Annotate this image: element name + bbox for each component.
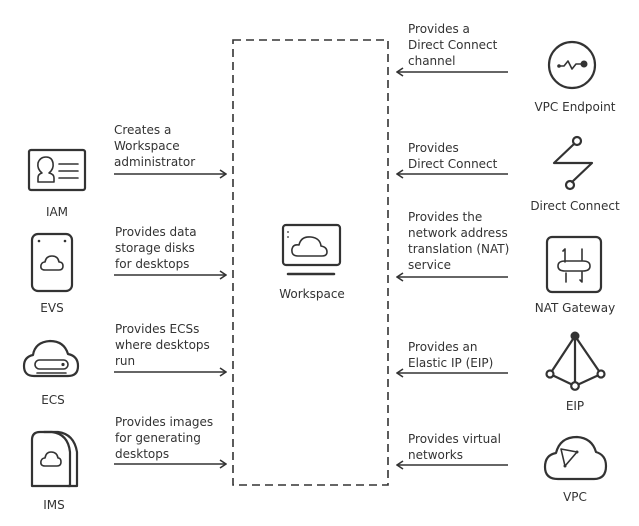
eip-label: EIP — [565, 399, 585, 413]
nat-gateway-icon — [545, 235, 603, 294]
workspace-boundary — [232, 39, 389, 486]
image-file-cloud-icon — [30, 430, 79, 488]
zigzag-link-icon — [552, 135, 594, 191]
nat-gateway-label: NAT Gateway — [534, 301, 616, 315]
eip-pyramid-icon — [545, 331, 606, 391]
nat-gateway-description: Provides the network address translation… — [408, 210, 510, 272]
left-arrows — [114, 174, 226, 464]
ecs-description: Provides ECSs where desktops run — [115, 322, 210, 368]
direct-connect-label: Direct Connect — [530, 199, 620, 213]
direct-connect-description: Provides Direct Connect — [408, 141, 498, 171]
evs-label: EVS — [40, 301, 64, 315]
vpc-label: VPC — [563, 490, 587, 504]
vpc-cloud-icon — [543, 435, 608, 481]
id-card-icon — [27, 148, 87, 192]
eip-description: Provides an Elastic IP (EIP) — [408, 340, 494, 370]
ecs-label: ECS — [41, 393, 65, 407]
workspace-monitor-cloud-icon — [281, 223, 342, 276]
vpc-endpoint-label: VPC Endpoint — [534, 100, 616, 114]
cloud-server-icon — [22, 339, 80, 378]
disk-cloud-icon — [30, 232, 74, 293]
endpoint-circle-icon — [547, 40, 597, 90]
ims-label: IMS — [43, 498, 65, 512]
vpc-description: Provides virtual networks — [408, 432, 501, 462]
evs-description: Provides data storage disks for desktops — [115, 225, 197, 271]
iam-label: IAM — [45, 205, 69, 219]
vpc-endpoint-description: Provides a Direct Connect channel — [408, 22, 498, 68]
iam-description: Creates a Workspace administrator — [114, 123, 196, 169]
right-arrows — [397, 72, 508, 465]
ims-description: Provides images for generating desktops — [115, 415, 214, 461]
workspace-label: Workspace — [279, 287, 345, 301]
